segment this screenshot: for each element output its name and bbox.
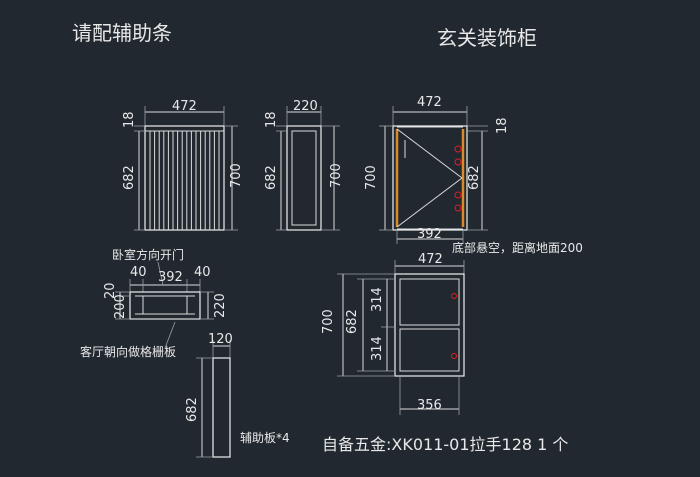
dim-682-aux: 682 (185, 397, 200, 422)
dim-472-door: 472 (417, 95, 442, 110)
dim-314-lower: 314 (370, 336, 385, 361)
dim-472-interior: 472 (418, 252, 443, 267)
dim-18-side: 18 (264, 111, 279, 128)
view-grille-front (134, 106, 238, 231)
dim-700-right: 700 (229, 163, 244, 188)
note-hanging: 底部悬空，距离地面200 (452, 240, 583, 255)
dim-200: 200 (113, 294, 128, 319)
note-bedroom: 卧室方向开门 (112, 247, 184, 262)
dim-20: 20 (103, 282, 118, 299)
dim-18-left: 18 (122, 111, 137, 128)
dim-682-side: 682 (264, 165, 279, 190)
dim-356: 356 (417, 398, 442, 413)
dim-392-top: 392 (158, 270, 183, 285)
dim-40-right: 40 (194, 265, 211, 280)
dim-18-door: 18 (495, 117, 510, 134)
dim-682-interior: 682 (345, 309, 360, 334)
view-side (276, 106, 340, 231)
title-auxiliary-strip: 请配辅助条 (72, 21, 172, 45)
note-living: 客厅朝向做格栅板 (80, 344, 176, 359)
dim-700-door: 700 (364, 165, 379, 190)
dim-700-side: 700 (329, 163, 344, 188)
view-interior (337, 260, 465, 415)
dim-682-left: 682 (122, 165, 137, 190)
note-aux-board: 辅助板*4 (240, 431, 290, 445)
view-top (115, 261, 214, 349)
dim-40-left: 40 (130, 265, 147, 280)
dim-220-top-view: 220 (213, 293, 228, 318)
dim-472-top: 472 (172, 99, 197, 114)
dim-392-door: 392 (417, 227, 442, 242)
view-door-front (379, 106, 488, 244)
view-aux-board (196, 340, 231, 458)
note-hardware: 自备五金:XK011-01拉手128 1 个 (322, 435, 568, 454)
dim-220-top: 220 (293, 99, 318, 114)
dim-700-interior: 700 (321, 309, 336, 334)
dim-120: 120 (208, 332, 233, 347)
title-entrance-cabinet: 玄关装饰柜 (437, 26, 537, 50)
dim-314-upper: 314 (370, 287, 385, 312)
dim-682-door: 682 (467, 165, 482, 190)
